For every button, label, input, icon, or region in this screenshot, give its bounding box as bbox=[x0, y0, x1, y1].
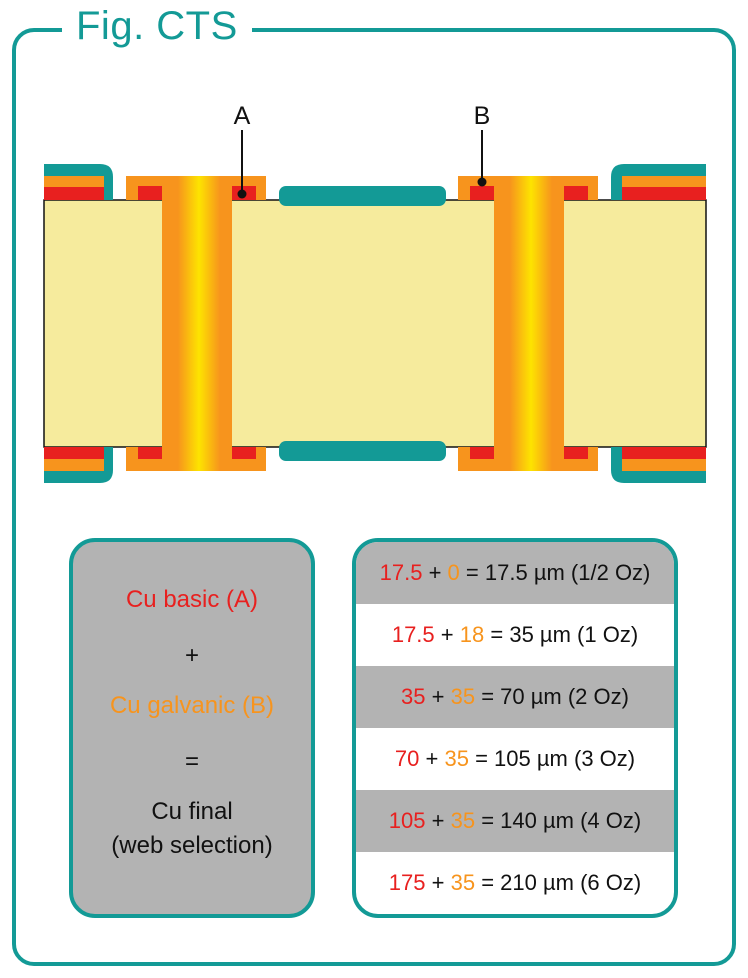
callout-label-a: A bbox=[234, 102, 251, 130]
figure-title: Fig. CTS bbox=[62, 2, 252, 50]
callout-label-b: B bbox=[474, 102, 491, 130]
galvanic-value: 35 bbox=[444, 746, 469, 771]
center-mask-bottom bbox=[279, 441, 446, 461]
galvanic-value: 35 bbox=[450, 870, 476, 895]
plus-sign: + bbox=[431, 684, 445, 709]
formula-final-label: Cu final bbox=[151, 798, 233, 825]
galvanic-value: 0 bbox=[447, 560, 460, 585]
formula-galvanic-label: Cu galvanic (B) bbox=[109, 692, 275, 719]
callout-dot-a bbox=[237, 189, 247, 199]
basic-value: 175 bbox=[388, 870, 426, 895]
left-edge-pad-bottom bbox=[44, 447, 113, 483]
right-edge-pad-top bbox=[611, 164, 706, 200]
basic-value: 105 bbox=[388, 808, 426, 833]
formula-equals-sign: = bbox=[184, 748, 199, 775]
table-row: 35 + 35 = 70 µm (2 Oz) bbox=[356, 666, 674, 728]
left-edge-pad-top bbox=[44, 164, 113, 200]
pcb-cross-section-diagram: A B bbox=[43, 102, 707, 483]
table-row: 17.5 + 0 = 17.5 µm (1/2 Oz) bbox=[356, 542, 674, 604]
callout-dot-b bbox=[477, 177, 487, 187]
plus-sign: + bbox=[431, 870, 445, 895]
table-row: 175 + 35 = 210 µm (6 Oz) bbox=[356, 852, 674, 914]
figure-frame bbox=[12, 28, 736, 966]
center-mask-top bbox=[279, 186, 446, 206]
formula-box: Cu basic (A) + Cu galvanic (B) = Cu fina… bbox=[69, 538, 315, 918]
basic-value: 35 bbox=[401, 684, 426, 709]
galvanic-value: 35 bbox=[450, 808, 476, 833]
formula-plus-sign: + bbox=[184, 642, 199, 669]
galvanic-value: 18 bbox=[459, 622, 485, 647]
plus-sign: + bbox=[428, 560, 442, 585]
basic-value: 17.5 bbox=[391, 622, 435, 647]
plated-via-b bbox=[458, 176, 598, 471]
formula-final-sublabel: (web selection) bbox=[111, 832, 273, 859]
formula-basic-label: Cu basic (A) bbox=[125, 586, 259, 613]
table-row: 105 + 35 = 140 µm (4 Oz) bbox=[356, 790, 674, 852]
basic-value: 70 bbox=[394, 746, 420, 771]
plus-sign: + bbox=[431, 808, 445, 833]
result-value: = 35 µm (1 Oz) bbox=[490, 622, 639, 647]
right-edge-pad-bottom bbox=[611, 447, 706, 483]
plus-sign: + bbox=[440, 622, 454, 647]
result-value: = 17.5 µm (1/2 Oz) bbox=[465, 560, 651, 585]
thickness-table: 17.5 + 0 = 17.5 µm (1/2 Oz) 17.5 + 18 = … bbox=[352, 538, 678, 918]
table-row: 17.5 + 18 = 35 µm (1 Oz) bbox=[356, 604, 674, 666]
galvanic-value: 35 bbox=[450, 684, 476, 709]
result-value: = 140 µm (4 Oz) bbox=[481, 808, 642, 833]
result-value: = 210 µm (6 Oz) bbox=[481, 870, 642, 895]
substrate-core bbox=[43, 199, 707, 448]
result-value: = 70 µm (2 Oz) bbox=[481, 684, 629, 709]
table-row: 70 + 35 = 105 µm (3 Oz) bbox=[356, 728, 674, 790]
result-value: = 105 µm (3 Oz) bbox=[475, 746, 636, 771]
basic-value: 17.5 bbox=[379, 560, 423, 585]
plus-sign: + bbox=[425, 746, 439, 771]
